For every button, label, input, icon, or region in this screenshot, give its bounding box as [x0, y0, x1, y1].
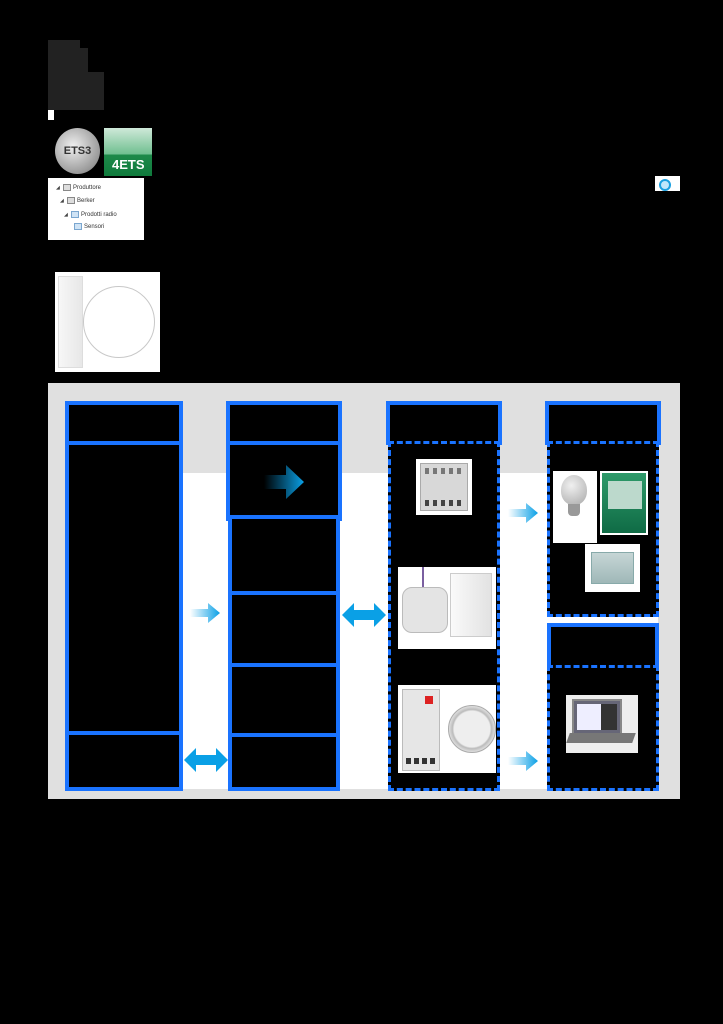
roller-shutter-image — [600, 471, 648, 535]
panel-heater-image — [585, 544, 640, 592]
round-button-icon — [448, 705, 496, 753]
connector-strip — [500, 473, 548, 789]
din-gateway-icon — [402, 689, 440, 771]
radio-unit-icon — [450, 573, 492, 637]
shutter-icon — [602, 473, 646, 533]
col2-block — [228, 591, 340, 667]
laptop-screen-icon — [572, 699, 622, 735]
sensor-housing-icon — [58, 276, 83, 368]
tree-item[interactable]: ◢ Berker — [60, 197, 95, 204]
info-help-icon[interactable] — [655, 176, 680, 191]
col4-header — [545, 401, 661, 445]
light-bulb-image — [553, 471, 597, 543]
arrow-right-icon — [508, 503, 538, 523]
laptop-image — [566, 695, 638, 753]
col2-block — [228, 663, 340, 739]
tree-item[interactable]: ◢ Prodotti radio — [64, 211, 117, 218]
tree-item[interactable]: Sensori — [74, 223, 104, 230]
catalog-tree: ◢ Produttore ◢ Berker ◢ Prodotti radio S… — [48, 178, 144, 240]
arrow-right-icon — [190, 603, 220, 623]
heater-icon — [591, 552, 634, 584]
system-diagram — [48, 383, 680, 799]
ets4-logo: 4ETS — [104, 128, 152, 176]
expand-triangle-icon[interactable]: ◢ — [64, 211, 68, 218]
folder-icon — [74, 223, 82, 230]
col2-header — [226, 401, 342, 445]
expand-triangle-icon[interactable]: ◢ — [56, 184, 60, 191]
antenna-cable-icon — [83, 286, 155, 358]
col1-block — [65, 441, 183, 737]
col2-block — [228, 515, 340, 595]
connector-strip — [180, 473, 230, 789]
folder-icon — [63, 184, 71, 191]
din-actuator-icon — [420, 463, 468, 511]
double-arrow-icon — [184, 748, 228, 772]
ets3-logo: ETS3 — [55, 128, 100, 174]
double-arrow-icon — [342, 603, 386, 627]
col1-block — [65, 731, 183, 791]
product-image — [55, 272, 160, 372]
col4-block — [547, 623, 659, 669]
folder-icon — [71, 211, 79, 218]
tree-item[interactable]: ◢ Produttore — [56, 184, 102, 191]
laptop-keyboard-icon — [566, 733, 636, 743]
din-rail-actuator-image — [416, 459, 472, 515]
expand-triangle-icon[interactable]: ◢ — [60, 197, 64, 204]
bulb-icon — [561, 475, 587, 505]
connector-strip — [338, 473, 388, 789]
col1-header — [65, 401, 183, 445]
flush-actuator-icon — [402, 587, 448, 633]
bulb-base-icon — [568, 504, 580, 516]
wire-icon — [422, 567, 424, 589]
col3-header — [386, 401, 502, 445]
brand-logo-part — [72, 72, 104, 110]
col2-block — [228, 733, 340, 791]
folder-icon — [67, 197, 75, 204]
arrow-right-icon — [264, 465, 304, 499]
gateway-button-image — [398, 685, 496, 773]
arrow-right-icon — [508, 751, 538, 771]
logo-mark — [48, 110, 54, 120]
actuator-units-image — [398, 567, 496, 649]
